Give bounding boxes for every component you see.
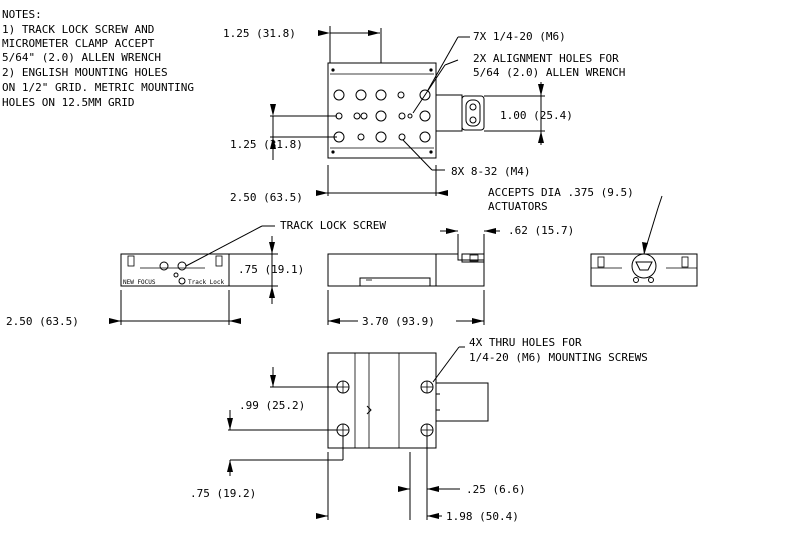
side-view-body — [327, 253, 485, 287]
actuator-note-line1: ACCEPTS DIA .375 (9.5) — [488, 186, 634, 199]
note-line: 5/64" (2.0) ALLEN WRENCH — [2, 51, 161, 64]
top-view-body — [327, 62, 437, 159]
track-lock-label: Track Lock — [188, 279, 225, 286]
dim-100-height: 1.00 (25.4) — [500, 109, 573, 122]
dim-075: .75 (19.2) — [190, 487, 256, 500]
dim-198: 1.98 (50.4) — [446, 510, 519, 523]
brand-label: NEW FOCUS — [123, 279, 156, 286]
mounting-holes — [333, 89, 431, 143]
note-line: ON 1/2" GRID. METRIC MOUNTING — [2, 81, 194, 94]
callout-4x-line2: 1/4-20 (M6) MOUNTING SCREWS — [469, 351, 648, 364]
end-view: ACCEPTS DIA .375 (9.5) ACTUATORS — [488, 186, 698, 287]
callout-7x: 7X 1/4-20 (M6) — [473, 30, 566, 43]
bottom-view-body — [327, 352, 437, 449]
note-line: 2) ENGLISH MOUNTING HOLES — [2, 66, 168, 79]
note-line: 1) TRACK LOCK SCREW AND — [2, 23, 154, 36]
notes-heading: NOTES: — [2, 8, 42, 21]
dim-075-height: .75 (19.1) — [238, 263, 304, 276]
side-view: .62 (15.7) 3.70 (93.9) — [327, 224, 574, 328]
dim-099: .99 (25.2) — [239, 399, 305, 412]
top-view: 1.25 (31.8) 1.25 (31.8) 2.50 (63.5) 1.00… — [223, 26, 625, 204]
notes-block: NOTES: 1) TRACK LOCK SCREW AND MICROMETE… — [2, 8, 194, 109]
callout-2x-line2: 5/64 (2.0) ALLEN WRENCH — [473, 66, 625, 79]
note-line: HOLES ON 12.5MM GRID — [2, 96, 134, 109]
note-line: MICROMETER CLAMP ACCEPT — [2, 37, 155, 50]
bottom-view: 4X THRU HOLES FOR 1/4-20 (M6) MOUNTING S… — [190, 336, 648, 523]
dim-250-front: 2.50 (63.5) — [6, 315, 79, 328]
callout-2x-line1: 2X ALIGNMENT HOLES FOR — [473, 52, 619, 65]
front-view: NEW FOCUS Track Lock TRACK LOCK SCREW .7… — [6, 219, 386, 328]
dim-025: .25 (6.6) — [466, 483, 526, 496]
dim-250-width: 2.50 (63.5) — [230, 191, 303, 204]
dim-370: 3.70 (93.9) — [362, 315, 435, 328]
track-lock-callout: TRACK LOCK SCREW — [280, 219, 386, 232]
actuator-note-line2: ACTUATORS — [488, 200, 548, 213]
callout-4x-line1: 4X THRU HOLES FOR — [469, 336, 582, 349]
dim-125-side: 1.25 (31.8) — [230, 138, 303, 151]
dim-125-top: 1.25 (31.8) — [223, 27, 296, 40]
dim-062: .62 (15.7) — [508, 224, 574, 237]
callout-8x: 8X 8-32 (M4) — [451, 165, 530, 178]
